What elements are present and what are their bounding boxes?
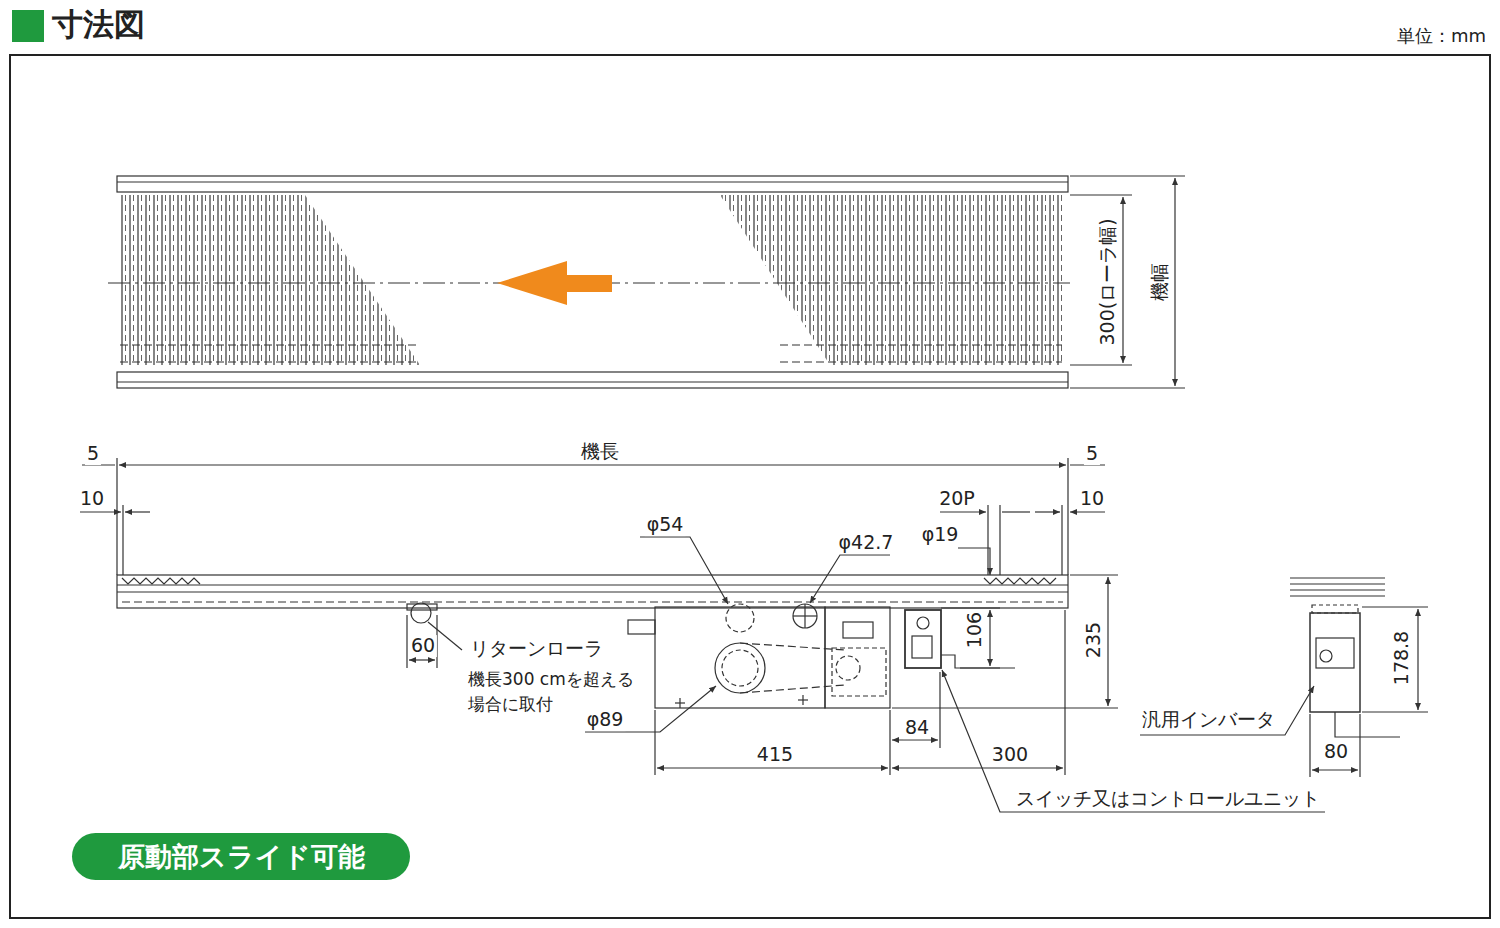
dimension-label: 機長 (579, 441, 621, 463)
dimension-label: リターンローラ (468, 638, 605, 660)
dimension-label: 235 (1083, 620, 1105, 660)
dimension-label: 汎用インバータ (1140, 709, 1277, 731)
dimension-label: 415 (755, 744, 795, 766)
dimension-label: 機幅 (1149, 261, 1171, 303)
dimension-label: 106 (964, 610, 986, 650)
dimension-label: φ42.7 (837, 532, 896, 554)
dimension-label: 10 (78, 488, 106, 510)
dimension-label: φ54 (645, 514, 686, 536)
dimension-label: 84 (903, 717, 931, 739)
dimension-label: φ19 (920, 524, 961, 546)
dimension-label: 178.8 (1391, 629, 1413, 687)
dimension-label: 単位：mm (1395, 26, 1488, 47)
dimension-label: 80 (1322, 741, 1350, 763)
dimension-label: 5 (1084, 443, 1100, 465)
feature-badge: 原動部スライド可能 (72, 833, 410, 880)
dimension-label: φ89 (585, 709, 626, 731)
dimension-label: スイッチ又はコントロールユニット (1014, 788, 1322, 810)
dimension-label: 300(ローラ幅) (1097, 216, 1119, 347)
badge-text: 原動部スライド可能 (118, 839, 365, 875)
page-title: 寸法図 (52, 6, 145, 43)
dimension-label: 20P (937, 488, 977, 510)
dimension-label: 5 (85, 443, 101, 465)
dimension-label: 10 (1078, 488, 1106, 510)
dimension-label: 300 (990, 744, 1030, 766)
dimension-label: 60 (409, 635, 437, 657)
